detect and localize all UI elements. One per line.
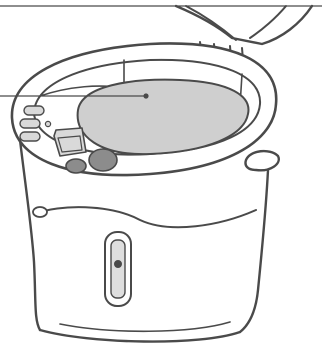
panel-button-1 <box>24 106 44 115</box>
body-left-side <box>20 140 40 330</box>
lid-rim-curve <box>250 6 286 38</box>
water-level-float <box>115 261 122 268</box>
small-round-button <box>66 159 86 173</box>
callout-dot <box>143 93 148 98</box>
panel-button-2 <box>20 119 40 128</box>
water-level-gauge <box>111 240 125 298</box>
large-dispense-button <box>89 149 117 171</box>
panel-indicator-light <box>45 121 50 126</box>
body-base-inner <box>60 322 230 331</box>
left-foot-knob <box>33 207 47 217</box>
panel-button-3 <box>20 132 40 141</box>
side-carry-handle <box>245 151 278 170</box>
body-right-side <box>240 170 268 332</box>
body-belt-line <box>34 207 256 227</box>
